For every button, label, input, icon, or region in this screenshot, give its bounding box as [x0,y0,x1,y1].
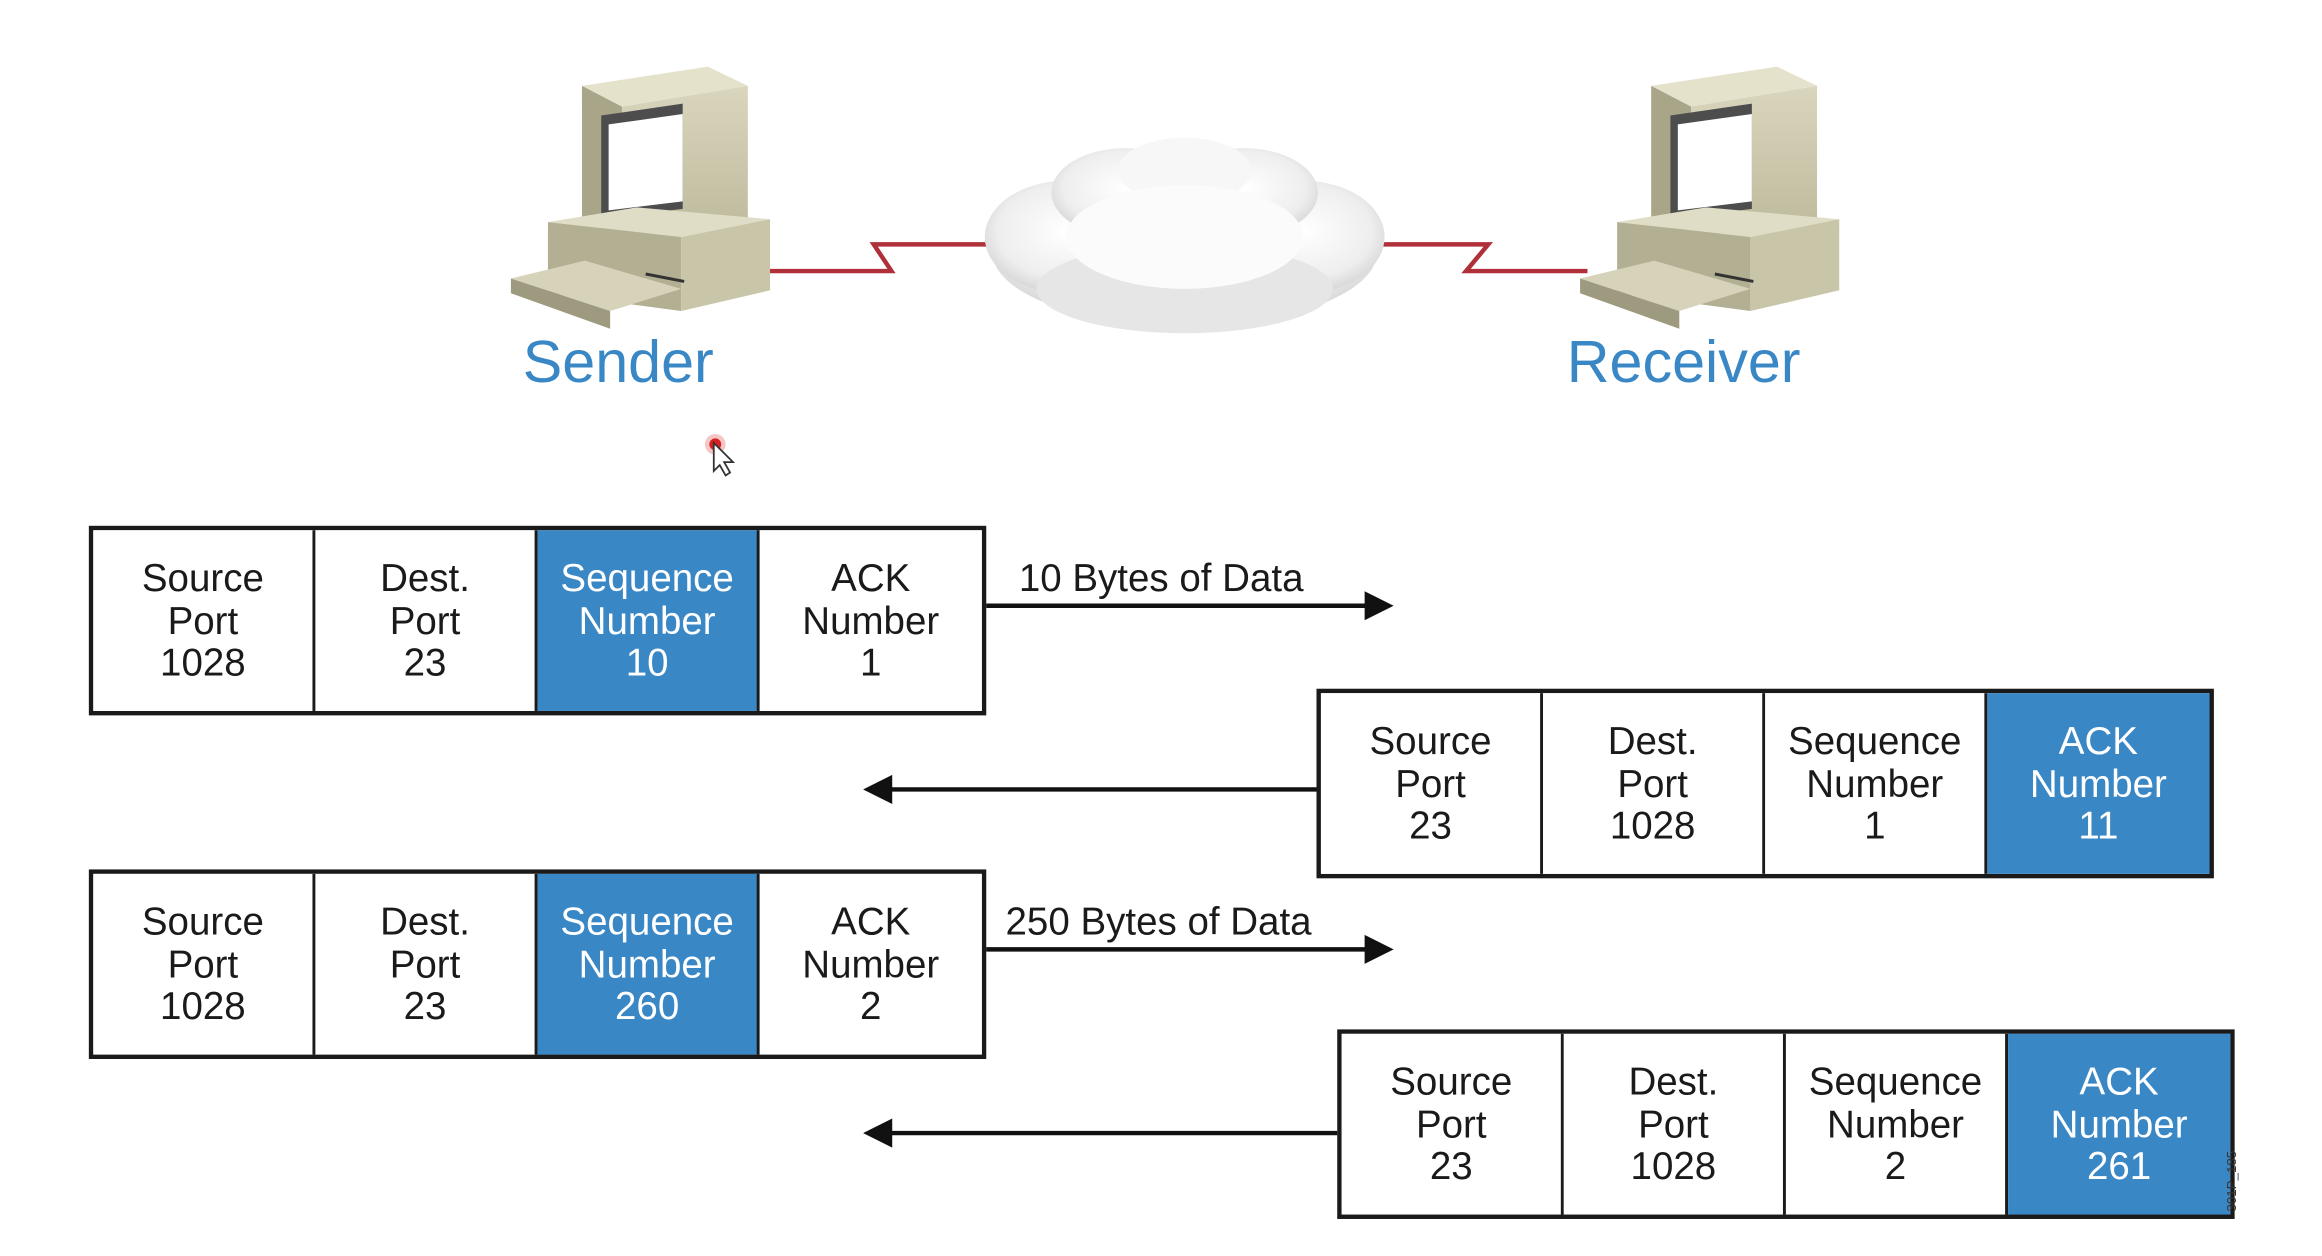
field-label: Sequence [1808,1059,1983,1104]
field-label: Number [1827,1101,1964,1147]
field-label: Number [2029,760,2167,806]
field-label: Source [141,899,264,944]
field-value: 23 [403,983,447,1029]
field-label: Dest. [1628,1059,1719,1104]
arrow-segment-3 [977,934,1394,964]
field-value: 23 [1429,1143,1473,1189]
field-label: Port [1395,760,1466,806]
sender-computer-icon [510,66,771,329]
field-value: 1 [860,640,882,685]
dest-port-field: Dest. Port 23 [315,873,538,1055]
sequence-number-field: Sequence Number 10 [537,530,760,711]
source-port-field: Source Port 1028 [93,530,316,711]
dest-port-field: Dest. Port 1028 [1563,1033,1786,1215]
field-label: Number [2050,1101,2188,1147]
field-label: Port [167,598,239,643]
field-value: 1028 [160,983,246,1029]
field-label: Sequence [1788,718,1962,764]
field-label: ACK [831,899,911,944]
field-label: Dest. [380,899,470,944]
field-label: Dest. [380,555,470,601]
field-label: ACK [2058,718,2138,764]
sequence-number-field: Sequence Number 1 [1765,693,1988,874]
field-label: Port [1617,760,1688,806]
ack-number-field: ACK Number 11 [1987,693,2210,874]
field-value: 23 [1409,803,1452,848]
field-label: Source [141,555,264,601]
ack-number-field: ACK Number 1 [759,530,982,711]
field-value: 261 [2086,1143,2152,1189]
tcp-segment-4: Source Port 23 Dest. Port 1028 Sequence … [1337,1029,2235,1219]
field-value: 10 [625,640,669,685]
field-label: Port [1415,1101,1487,1147]
data-label-segment-3: 250 Bytes of Data [1005,899,1312,944]
receiver-computer-icon [1580,66,1840,329]
ack-number-field: ACK Number 2 [759,873,982,1055]
field-label: ACK [2079,1059,2159,1104]
field-value: 2 [1884,1143,1907,1189]
source-port-field: Source Port 1028 [93,873,316,1055]
field-label: Number [578,598,716,643]
wan-link-left [747,242,990,274]
arrow-segment-1 [977,591,1394,621]
source-port-field: Source Port 23 [1341,1033,1564,1215]
receiver-label: Receiver [1566,330,1801,396]
source-port-field: Source Port 23 [1320,693,1544,874]
field-value: 1028 [1630,1143,1717,1189]
field-label: Number [578,941,716,987]
field-label: Port [1638,1101,1709,1147]
dest-port-field: Dest. Port 23 [315,530,538,711]
tcp-segment-3: Source Port 1028 Dest. Port 23 Sequence … [88,869,987,1060]
field-label: ACK [831,555,911,601]
field-label: Source [1369,718,1492,764]
field-value: 1 [1864,803,1886,848]
field-label: Number [1806,760,1944,806]
figure-code: 301P_185 [2224,1150,2240,1212]
field-label: Sequence [560,555,734,601]
mouse-cursor-icon [704,433,736,477]
arrow-segment-2 [863,774,1321,804]
field-label: Port [167,941,239,987]
field-label: Number [802,598,940,643]
field-label: Source [1390,1059,1513,1104]
field-label: Port [389,598,461,643]
cloud-icon [984,137,1385,334]
field-value: 1028 [1609,803,1696,848]
field-value: 260 [615,983,680,1029]
dest-port-field: Dest. Port 1028 [1543,693,1766,874]
field-value: 11 [2078,803,2119,848]
ack-number-field: ACK Number 261 [2008,1033,2231,1215]
field-label: Number [802,941,940,987]
field-label: Port [389,941,461,987]
wan-link-right [1380,242,1588,274]
field-value: 23 [403,640,447,685]
sequence-number-field: Sequence Number 260 [537,873,760,1055]
tcp-segment-1: Source Port 1028 Dest. Port 23 Sequence … [88,525,987,716]
data-label-segment-1: 10 Bytes of Data [1018,555,1304,600]
field-value: 1028 [160,640,246,685]
arrow-segment-4 [863,1118,1341,1148]
field-label: Dest. [1607,718,1698,764]
sequence-number-field: Sequence Number 2 [1785,1033,2009,1215]
field-label: Sequence [560,899,734,944]
sender-label: Sender [522,330,714,396]
field-value: 2 [860,983,882,1029]
tcp-segment-2: Source Port 23 Dest. Port 1028 Sequence … [1316,688,2214,879]
